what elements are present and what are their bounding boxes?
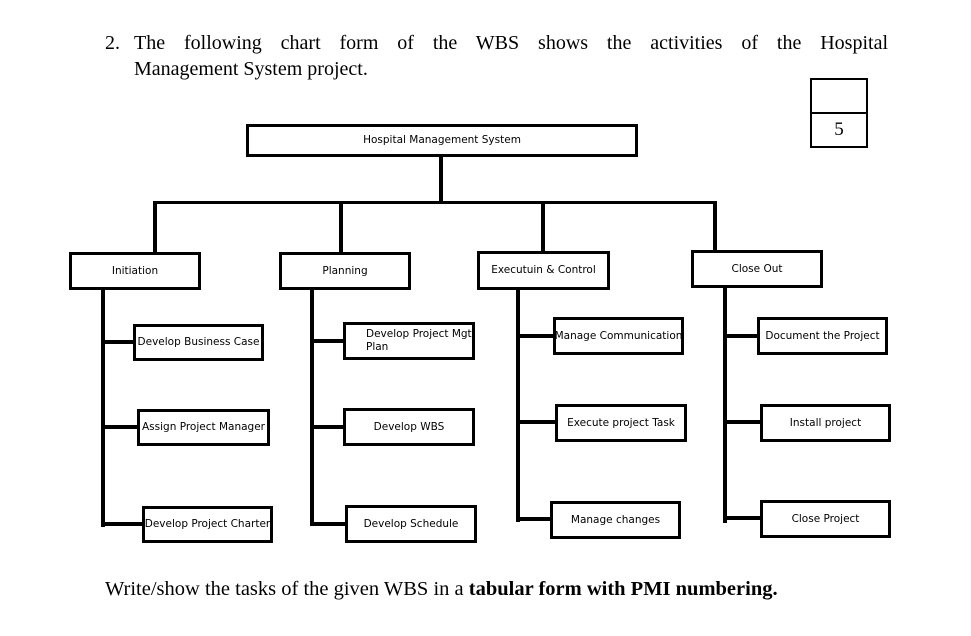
wbs-task-develop-wbs: Develop WBS [343, 408, 475, 446]
connector-stub [723, 516, 762, 520]
instruction-normal-part: Write/show the tasks of the given WBS in… [105, 578, 469, 600]
wbs-branch-execution-control: Executuin & Control [477, 251, 610, 290]
connector-trunk-initiation [101, 290, 105, 527]
connector-drop-execution [541, 201, 545, 251]
instruction-bold-part: tabular form with PMI numbering. [468, 578, 778, 600]
wbs-task-assign-project-manager: Assign Project Manager [137, 409, 270, 446]
wbs-task-develop-project-mgt-plan: Develop Project Mgt Plan [343, 322, 475, 360]
connector-stub [101, 340, 135, 344]
wbs-task-execute-project-task: Execute project Task [555, 404, 687, 442]
connector-root-drop [439, 157, 443, 204]
wbs-branch-closeout: Close Out [691, 250, 823, 288]
connector-drop-initiation [153, 201, 157, 252]
wbs-task-manage-changes: Manage changes [550, 501, 681, 539]
connector-stub [516, 420, 557, 424]
question-number: 2. [105, 32, 120, 54]
marks-box: 5 [810, 78, 868, 148]
wbs-task-document-the-project: Document the Project [757, 317, 888, 355]
connector-stub [516, 334, 555, 338]
connector-trunk-planning [310, 290, 314, 526]
connector-trunk-closeout [723, 288, 727, 523]
connector-stub [310, 339, 345, 343]
connector-stub [310, 425, 345, 429]
connector-stub [310, 522, 347, 526]
connector-stub [723, 420, 762, 424]
connector-stub [101, 425, 139, 429]
wbs-task-develop-schedule: Develop Schedule [345, 505, 477, 543]
instruction-text: Write/show the tasks of the given WBS in… [105, 576, 778, 602]
connector-drop-closeout [713, 201, 717, 250]
wbs-branch-planning: Planning [279, 252, 411, 290]
connector-horizontal-bus [153, 201, 717, 204]
connector-stub [101, 522, 144, 526]
question-text-line-2: Management System project. [134, 58, 368, 80]
wbs-branch-initiation: Initiation [69, 252, 201, 290]
wbs-task-install-project: Install project [760, 404, 891, 442]
connector-drop-planning [339, 201, 343, 252]
connector-stub [516, 517, 552, 521]
marks-box-empty-cell [812, 80, 866, 114]
wbs-task-develop-business-case: Develop Business Case [133, 324, 264, 361]
marks-box-value: 5 [834, 119, 844, 140]
connector-trunk-execution [516, 290, 520, 522]
wbs-task-close-project: Close Project [760, 500, 891, 538]
wbs-task-manage-communication: Manage Communication [553, 317, 684, 355]
connector-stub [723, 334, 759, 338]
question-text-line-1: The following chart form of the WBS show… [134, 32, 888, 54]
wbs-task-develop-project-charter: Develop Project Charter [142, 506, 273, 543]
wbs-root-node: Hospital Management System [246, 124, 638, 157]
